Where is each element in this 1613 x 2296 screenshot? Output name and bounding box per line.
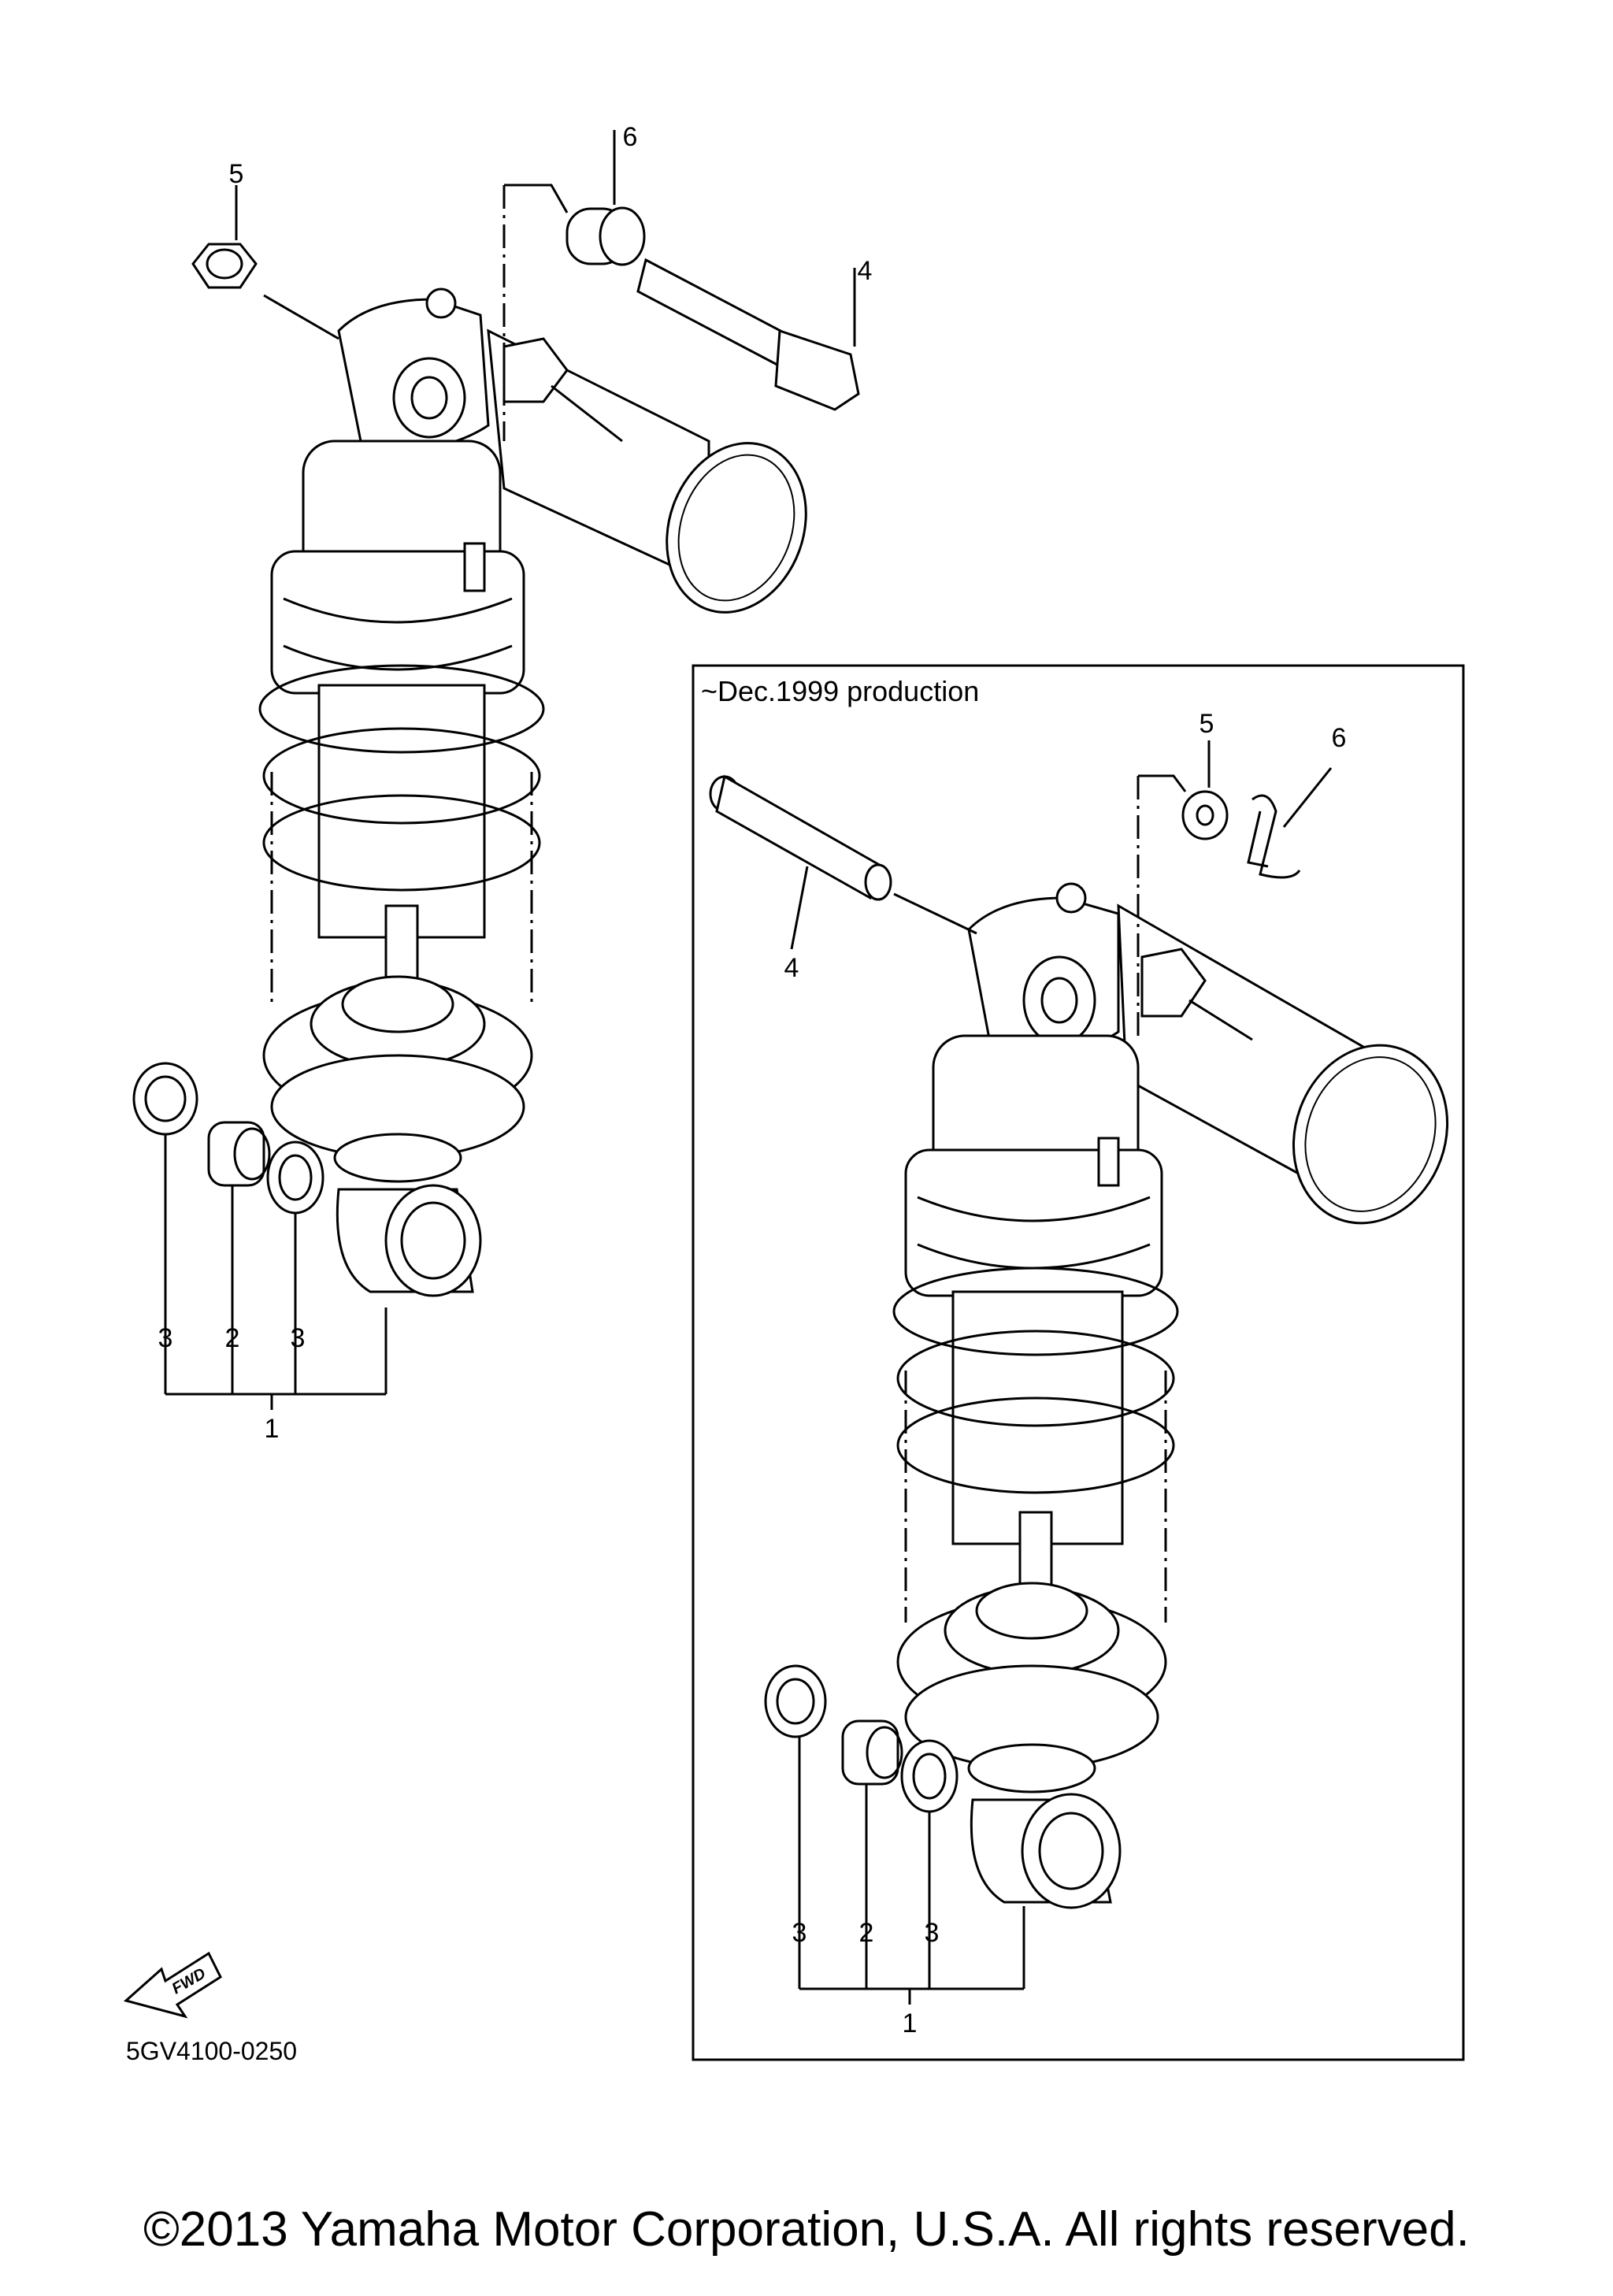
part-6-collar	[502, 130, 646, 441]
inset-part-4-pin	[709, 774, 977, 950]
lower-spring-seat	[262, 975, 533, 1183]
callout-1-bracket-inset	[798, 1737, 1025, 2005]
lower-eye	[336, 1184, 482, 1297]
inset-box: ~Dec.1999 production	[692, 664, 1465, 2061]
inset-callout-4: 4	[784, 953, 799, 983]
callout-1-bracket-left	[164, 1134, 387, 1410]
inset-callout-6: 6	[1332, 723, 1347, 753]
rear-shock-assembly-left: 5 6 4 3 2 3 1	[132, 122, 873, 1444]
callout-3: 3	[291, 1323, 306, 1353]
inset-callout-3: 3	[792, 1918, 807, 1948]
callout-3: 3	[158, 1323, 173, 1353]
inset-shock-body	[904, 1034, 1163, 1297]
inset-callout-3: 3	[925, 1918, 940, 1948]
part-4-bolt	[636, 258, 860, 411]
shock-body	[270, 440, 525, 695]
inset-upper-mount	[967, 882, 1253, 1059]
copyright-notice: ©2013 Yamaha Motor Corporation, U.S.A. A…	[143, 2202, 1470, 2257]
upper-mount	[337, 287, 623, 452]
inset-lower-eye	[970, 1793, 1122, 1909]
callout-4: 4	[858, 256, 873, 286]
spring	[258, 664, 545, 1018]
inset-callout-2: 2	[859, 1918, 874, 1948]
part-3-2-3-seals	[132, 1062, 324, 1215]
inset-part-3-2-3-seals	[764, 1664, 959, 1813]
part-5-nut	[191, 185, 339, 340]
callout-5: 5	[229, 159, 244, 189]
diagram-code: 5GV4100-0250	[126, 2037, 297, 2065]
inset-callout-1: 1	[903, 2009, 918, 2038]
callout-6: 6	[623, 122, 638, 152]
inset-spring	[892, 1267, 1179, 1624]
fwd-arrow-icon: FWD	[123, 1951, 222, 2019]
inset-part-5-washer	[1137, 740, 1229, 1040]
inset-part-6-clip	[1247, 767, 1333, 879]
callout-1: 1	[265, 1414, 280, 1444]
production-note: ~Dec.1999 production	[701, 675, 979, 707]
callout-2: 2	[225, 1323, 240, 1353]
inset-callout-5: 5	[1200, 709, 1214, 739]
inset-lower-spring-seat	[896, 1582, 1167, 1793]
